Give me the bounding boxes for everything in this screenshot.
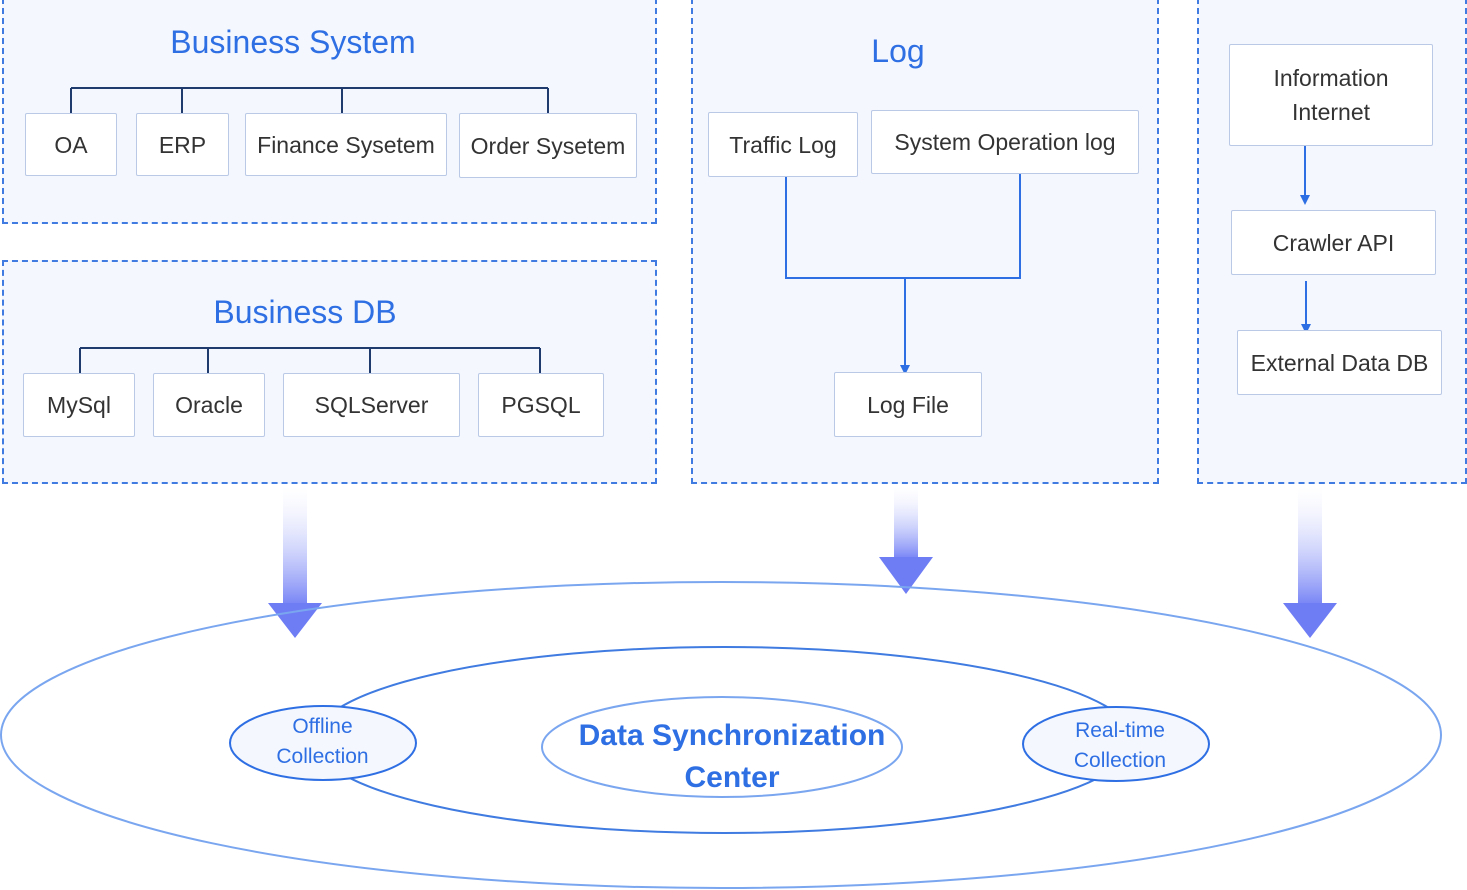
business-db-item-pgsql[interactable]: PGSQL (478, 373, 604, 437)
business-system-item-order[interactable]: Order Sysetem (459, 113, 637, 178)
business-db-item-sqlserver[interactable]: SQLServer (283, 373, 460, 437)
log-title: Log (871, 33, 925, 69)
arrow-external (1283, 487, 1337, 638)
business-system-item-oa[interactable]: OA (25, 113, 117, 176)
realtime-collection-node (1022, 706, 1210, 782)
business-system-item-finance[interactable]: Finance Sysetem (245, 113, 447, 176)
outer-ellipse (0, 581, 1442, 889)
external-data-db-box[interactable]: External Data DB (1237, 330, 1442, 395)
log-connectors (785, 174, 1021, 375)
realtime-collection-label: Real-time Collection (1073, 719, 1167, 772)
business-db-title: Business DB (213, 294, 397, 330)
business-system-connectors (70, 87, 549, 113)
center-ellipse (541, 696, 903, 798)
offline-collection-node (229, 705, 417, 781)
offline-collection-label: Offline Collection (276, 715, 369, 768)
business-system-title: Business System (170, 24, 416, 60)
information-internet-box[interactable]: Information Internet (1229, 44, 1433, 146)
business-db-panel (2, 260, 657, 484)
arrow-business (268, 487, 322, 638)
traffic-log-box[interactable]: Traffic Log (708, 112, 858, 177)
data-sync-center-label: Data Synchronization Center (578, 719, 886, 794)
crawler-api-box[interactable]: Crawler API (1231, 210, 1436, 275)
log-file-box[interactable]: Log File (834, 372, 982, 437)
business-db-connectors (79, 347, 541, 373)
downward-arrows (268, 487, 1337, 638)
external-connectors (1300, 146, 1311, 334)
business-db-item-oracle[interactable]: Oracle (153, 373, 265, 437)
business-db-item-mysql[interactable]: MySql (23, 373, 135, 437)
business-system-item-erp[interactable]: ERP (136, 113, 229, 176)
system-operation-log-box[interactable]: System Operation log (871, 110, 1139, 174)
arrow-log (879, 487, 933, 594)
